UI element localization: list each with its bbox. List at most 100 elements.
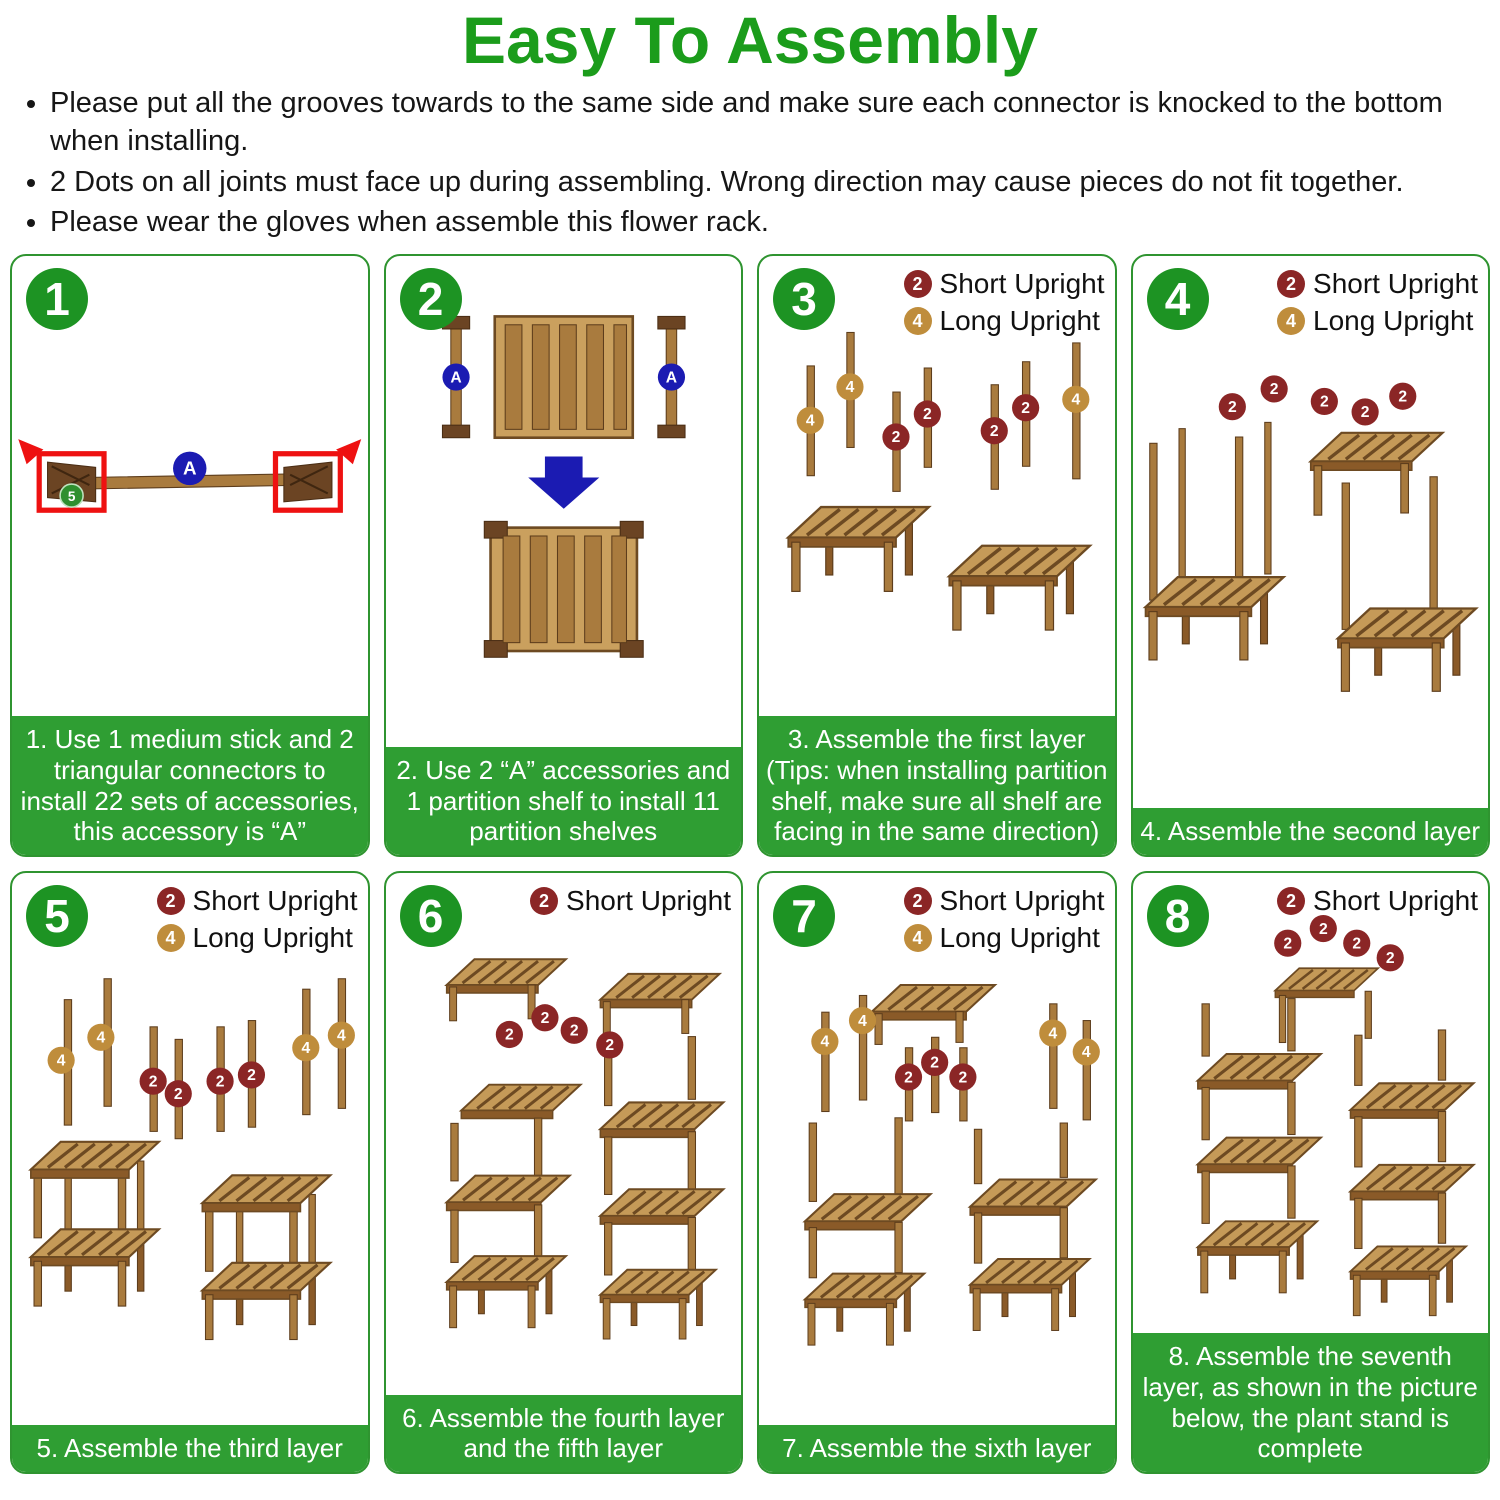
svg-text:4: 4	[1048, 1025, 1057, 1042]
upright-sticks	[806, 331, 1081, 492]
short-upright-marker-icon: 2	[913, 400, 941, 428]
step-number-badge: 2	[399, 268, 462, 331]
short-upright-marker-icon: 2	[1012, 394, 1040, 422]
long-upright-marker-icon: 4	[87, 1023, 115, 1051]
step-number-badge: 4	[1146, 268, 1209, 331]
legend-label: Long Upright	[939, 305, 1100, 337]
step-panel-6: 6 2 Short Upright	[383, 871, 743, 1475]
legend-label: Short Upright	[1313, 885, 1478, 917]
short-upright-marker-icon: 2	[882, 423, 910, 451]
short-upright-marker-icon: 2	[560, 1016, 588, 1044]
assembled-partition-shelf	[483, 520, 644, 658]
short-upright-badge: 2	[1277, 887, 1306, 916]
short-upright-marker-icon: 2	[1260, 375, 1288, 403]
short-upright-marker-icon: 2	[949, 1063, 977, 1091]
left-tower	[1195, 998, 1322, 1293]
panel-legend: 2 Short Upright 4 Long Upright	[1277, 268, 1478, 337]
svg-text:2: 2	[1318, 921, 1327, 938]
step-5-illustration: 4 4 2 2 2 2 4 4	[12, 873, 368, 1425]
legend-short-upright: 2 Short Upright	[1277, 268, 1478, 300]
step-6-illustration: 2 2 2 2	[386, 873, 742, 1395]
step-number-badge: 8	[1146, 885, 1209, 948]
panel-legend: 2 Short Upright 4 Long Upright	[156, 885, 358, 954]
short-upright-badge: 2	[156, 887, 185, 916]
svg-text:2: 2	[923, 406, 932, 423]
short-upright-marker-icon: 2	[1351, 398, 1379, 426]
legend-label: Short Upright	[1313, 268, 1478, 300]
svg-text:2: 2	[1319, 394, 1328, 411]
svg-text:2: 2	[990, 423, 999, 440]
step-panel-3: 3 2 Short Upright 4 Long Upright	[757, 254, 1117, 858]
short-upright-marker-icon: 2	[1310, 387, 1338, 416]
svg-text:2: 2	[904, 1069, 913, 1086]
long-upright-marker-icon: 4	[848, 1007, 877, 1035]
svg-text:4: 4	[858, 1013, 867, 1030]
long-upright-marker-icon: 4	[796, 406, 824, 434]
short-upright-marker-icon: 2	[980, 417, 1008, 445]
legend-short-upright: 2 Short Upright	[903, 885, 1105, 917]
step-1-illustration: A 5	[12, 256, 368, 716]
step-2-illustration: A A	[386, 256, 742, 747]
long-upright-badge: 4	[1277, 307, 1306, 336]
step-caption: 7. Assemble the sixth layer	[759, 1425, 1115, 1473]
svg-text:2: 2	[569, 1023, 578, 1040]
short-upright-marker-icon: 2	[237, 1061, 266, 1089]
instruction-bullets: Please put all the grooves towards to th…	[10, 85, 1490, 242]
step-caption: 3. Assemble the first layer (Tips: when …	[759, 716, 1115, 856]
partition-shelf-parts	[492, 315, 634, 440]
legend-label: Long Upright	[939, 922, 1100, 954]
svg-text:2: 2	[892, 429, 901, 446]
top-posts	[1278, 990, 1372, 1044]
down-arrow-icon	[527, 456, 599, 509]
short-upright-marker-icon: 2	[1218, 393, 1246, 421]
base-unit	[949, 546, 1090, 630]
step-4-illustration: 2 2 2 2 2	[1133, 256, 1489, 808]
panel-legend: 2 Short Upright 4 Long Upright	[903, 268, 1105, 337]
svg-text:2: 2	[1385, 950, 1394, 967]
svg-text:4: 4	[806, 413, 815, 430]
svg-text:2: 2	[216, 1073, 225, 1090]
highlight-boxes	[36, 451, 343, 513]
floating-top-shelf	[598, 972, 721, 1036]
legend-label: Long Upright	[1313, 305, 1474, 337]
long-upright-badge: 4	[156, 924, 185, 953]
step-caption: 6. Assemble the fourth layer and the fif…	[385, 1394, 741, 1473]
step-panel-5: 5 2 Short Upright 4 Long Upright	[10, 871, 370, 1475]
legend-label: Short Upright	[192, 885, 358, 917]
short-upright-marker-icon: 2	[1342, 929, 1370, 957]
long-upright-marker-icon: 4	[1072, 1038, 1100, 1066]
short-upright-badge: 2	[1277, 270, 1306, 299]
step-number-badge: 6	[399, 885, 462, 948]
short-upright-marker-icon: 2	[595, 1031, 623, 1059]
left-tower	[444, 1117, 571, 1328]
legend-label: Long Upright	[192, 922, 353, 954]
seventh-layer-shelf	[1273, 967, 1379, 999]
short-upright-marker-icon: 2	[894, 1063, 923, 1091]
step-number-badge: 5	[26, 885, 88, 948]
short-upright-marker-icon: 2	[1273, 929, 1301, 957]
short-upright-badge: 2	[530, 887, 559, 916]
svg-text:4: 4	[97, 1030, 106, 1047]
svg-text:2: 2	[959, 1069, 968, 1086]
short-upright-marker-icon: 2	[495, 1020, 523, 1049]
step-number-badge: 1	[26, 268, 88, 331]
svg-text:2: 2	[1352, 935, 1361, 952]
accessory-a-marker-icon: A	[173, 451, 207, 486]
svg-text:2: 2	[930, 1055, 939, 1072]
floating-top-shelf	[870, 983, 997, 1045]
legend-label: Short Upright	[566, 885, 731, 917]
legend-long-upright: 4 Long Upright	[156, 922, 353, 954]
svg-text:5: 5	[68, 489, 76, 504]
step-panel-4: 4 2 Short Upright 4 Long Upright	[1130, 254, 1490, 858]
short-upright-badge: 2	[903, 270, 932, 299]
short-upright-marker-icon: 2	[164, 1080, 192, 1108]
long-upright-marker-icon: 4	[327, 1021, 355, 1049]
step-caption: 5. Assemble the third layer	[12, 1425, 368, 1473]
page-title: Easy To Assembly	[462, 3, 1038, 77]
instruction-bullet: 2 Dots on all joints must face up during…	[50, 164, 1490, 202]
red-arrow-icon	[336, 439, 362, 465]
accessory-a-marker-icon: A	[657, 363, 685, 391]
base-unit	[1145, 577, 1283, 660]
svg-text:2: 2	[605, 1037, 614, 1054]
long-upright-marker-icon: 4	[1039, 1019, 1067, 1047]
